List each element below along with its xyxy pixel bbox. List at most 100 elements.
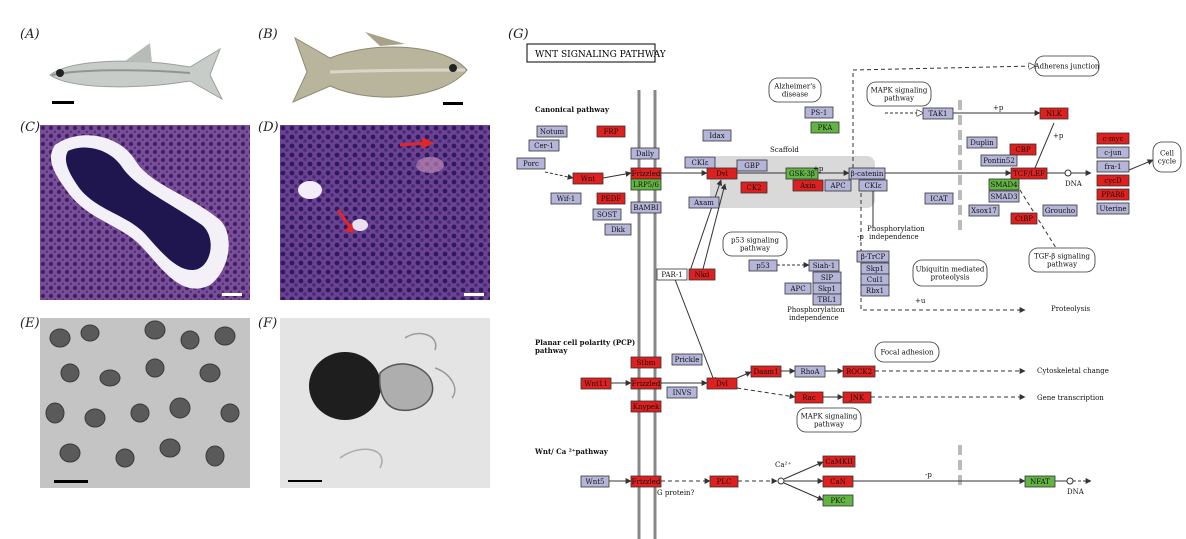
gene-label-btrcp: β-TrCP (861, 253, 886, 261)
annotation-ca2: Ca²⁺ (775, 461, 791, 469)
gene-node-rhoa: RhoA (794, 365, 826, 378)
annotation-plusp1: +p (813, 165, 824, 173)
gene-node-notum: Notum (536, 125, 568, 138)
pathway-oval-focal: Focal adhesion (874, 341, 940, 363)
gene-node-xsox17: Xsox17 (968, 204, 1000, 217)
annotation-phos2b: independence (789, 314, 839, 322)
panel-label-b: (B) (258, 27, 278, 42)
oval-label-tgfb-0: TGF-β signaling (1034, 253, 1090, 261)
annotation-gprot: G protein? (657, 489, 695, 497)
gene-label-dally: Dally (636, 150, 654, 158)
oval-label-adherens-0: Adherens junction (1034, 63, 1100, 71)
gene-label-plc: PLC (717, 478, 732, 486)
gene-node-axam: Axam (688, 196, 720, 209)
oval-label-mapk1-1: pathway (884, 95, 914, 103)
gene-label-wnt: Wnt (581, 175, 596, 183)
gene-node-skp1b: Skp1 (860, 262, 890, 275)
section-label-canonical: Canonical pathway (535, 105, 610, 114)
gene-node-p53: p53 (748, 259, 778, 272)
fish-photo-a (40, 35, 230, 110)
gene-label-smad3: SMAD3 (990, 193, 1017, 201)
histology-image-c (40, 125, 250, 300)
oval-label-mapk2-1: pathway (814, 421, 844, 429)
gene-label-dvl1: Dvl (716, 170, 729, 178)
gene-node-gbp: GBP (736, 159, 768, 172)
gene-label-cbp: CBP (1015, 146, 1031, 154)
gene-label-par1: PAR-1 (661, 271, 682, 279)
gene-node-smad4: SMAD4 (988, 178, 1020, 191)
pathway-oval-adherens: Adherens junction (1034, 55, 1100, 77)
gene-node-dkk: Dkk (604, 223, 632, 236)
gene-label-tbl1: TBL1 (818, 296, 837, 304)
gene-node-dally: Dally (630, 147, 660, 160)
gene-node-groucho: Groucho (1042, 204, 1078, 217)
gene-node-rac: Rac (794, 391, 824, 404)
oval-label-mapk1-0: MAPK signaling (871, 87, 928, 95)
annotation-dna1: DNA (1065, 180, 1083, 188)
gene-label-jnk: JNK (849, 394, 865, 402)
gene-node-tcflef: TCF/LEF (1010, 167, 1048, 180)
gene-label-bcat: β-catenin (851, 170, 884, 178)
gene-label-sost: SOST (597, 211, 617, 219)
gene-label-frizzled3: Frizzled (632, 478, 661, 486)
gene-node-daam1: Daam1 (750, 365, 782, 378)
gene-node-siah1: Siah-1 (808, 259, 840, 272)
gene-label-pontin52: Pontin52 (983, 157, 1015, 165)
gene-node-pkc: PKC (822, 494, 854, 507)
gene-node-bambi: BAMBI (630, 201, 662, 214)
gene-node-lrp56: LRP5/6 (630, 178, 662, 191)
gene-node-smad3: SMAD3 (988, 190, 1020, 203)
gene-node-ckie2: CKIε (858, 179, 888, 192)
gene-label-ckie1: CKIε (692, 159, 709, 167)
gene-node-cer1: Cer-1 (528, 139, 560, 152)
gene-label-siah1: Siah-1 (813, 262, 836, 270)
gene-label-xsox17: Xsox17 (971, 207, 997, 215)
histology-image-d (280, 125, 490, 300)
gene-node-bcat: β-catenin (848, 167, 886, 180)
gene-label-rhoa: RhoA (800, 368, 820, 376)
annotation-plusp3: +p (1053, 132, 1064, 140)
gene-node-tbl1: TBL1 (812, 293, 842, 306)
pathway-title: WNT SIGNALING PATHWAY (535, 50, 667, 60)
gene-label-skp1a: Skp1 (818, 285, 836, 293)
gene-label-skp1b: Skp1 (866, 265, 884, 273)
annotation-cytochange: Cytoskeletal change (1037, 367, 1109, 375)
gene-label-wnt5: Wnt5 (586, 478, 605, 486)
gene-label-pkc: PKC (830, 497, 845, 505)
oval-label-p53sig-0: p53 signaling (731, 237, 780, 245)
gene-label-gbp: GBP (744, 162, 760, 170)
gene-node-invs: INVS (666, 386, 698, 399)
gene-node-idax: Idax (702, 129, 732, 142)
gene-label-bambi: BAMBI (633, 204, 659, 212)
gene-label-apc2: APC (789, 285, 805, 293)
gene-node-dvl2: Dvl (706, 377, 738, 390)
gene-node-par1: PAR-1 (656, 268, 688, 281)
gene-node-nkd: Nkd (688, 268, 716, 281)
gene-label-ck2: CK2 (746, 184, 761, 192)
gene-node-cbp: CBP (1009, 143, 1037, 156)
annotation-genetx: Gene transcription (1037, 394, 1104, 402)
gene-node-dvl1: Dvl (706, 167, 738, 180)
annotation-minusp: -p (857, 233, 864, 241)
gene-label-uterine: Uterine (1099, 205, 1126, 213)
tem-image-e (40, 318, 250, 488)
gene-node-duplin: Duplin (966, 136, 998, 149)
annotation-proteolysis: Proteolysis (1051, 305, 1090, 313)
gene-label-fra1: fra-1 (1105, 163, 1122, 171)
oval-label-p53sig-1: pathway (740, 245, 770, 253)
annotation-plusu: +u (915, 297, 926, 305)
gene-label-rbx1: Rbx1 (866, 287, 884, 295)
gene-label-can: CaN (830, 478, 846, 486)
gene-node-ck2: CK2 (740, 181, 768, 194)
gene-node-icat: ICAT (924, 192, 954, 205)
gene-label-smad4: SMAD4 (990, 181, 1018, 189)
gene-node-pparb: PPARδ (1096, 188, 1130, 201)
gene-node-frizzled1: Frizzled (630, 167, 662, 180)
gene-label-pka: PKA (818, 124, 834, 132)
gene-node-pka: PKA (810, 121, 840, 134)
panel-label-f: (F) (258, 316, 278, 331)
gene-node-plc: PLC (709, 475, 739, 488)
